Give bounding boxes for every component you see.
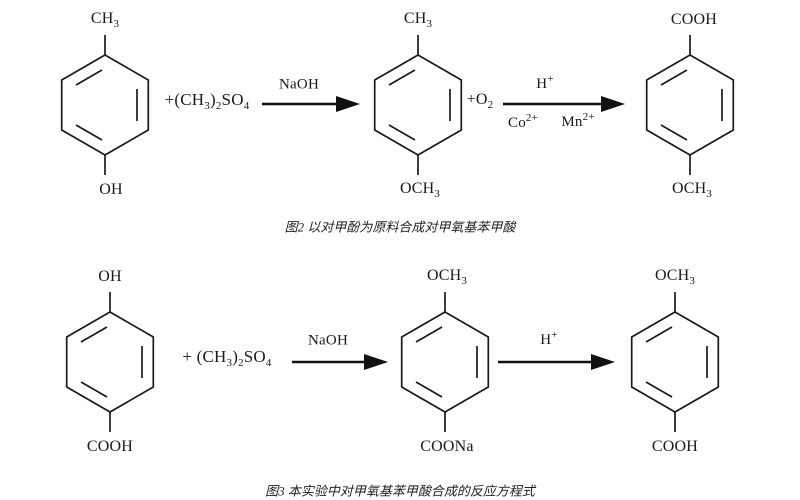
formula-text: CH [90, 9, 114, 27]
formula-text: H [536, 76, 548, 92]
formula-text: H [540, 332, 552, 348]
formula-subscript: 3 [426, 18, 433, 31]
reaction-arrow [498, 354, 615, 370]
formula-text: +O [466, 90, 488, 108]
substituent-label-carboxyl: COOH [86, 438, 134, 455]
arrow-condition-manganese: Mn2+ [561, 111, 594, 131]
formula-subscript: 3 [461, 275, 468, 288]
arrow-condition-cobalt: Co2+ [508, 112, 538, 132]
substituent-label-methyl: CH3 [91, 10, 119, 30]
formula-text: OCH [399, 179, 435, 197]
formula-subscript: 4 [265, 357, 272, 370]
substituent-label-carboxylate-sodium: COONa [420, 438, 474, 455]
formula-superscript: + [551, 329, 558, 341]
formula-text: Mn [561, 114, 583, 130]
substituent-label-hydroxyl: OH [98, 268, 122, 285]
formula-text: ) [232, 346, 239, 366]
reagent-dimethyl-sulfate: + (CH3)2SO4 [182, 347, 271, 369]
formula-superscript: 2+ [525, 112, 539, 124]
figure-caption-2: 图2 以对甲酚为原料合成对甲氧基苯甲酸 [284, 219, 516, 235]
arrow-condition-acid: H+ [540, 329, 557, 349]
formula-superscript: + [547, 73, 554, 85]
benzene-ring [60, 34, 150, 176]
formula-subscript: 2 [487, 99, 494, 112]
formula-subscript: 2 [238, 357, 244, 370]
formula-text: Co [507, 115, 526, 131]
benzene-ring [645, 34, 735, 176]
substituent-label-methoxy: OCH3 [400, 180, 440, 200]
formula-subscript: 3 [706, 188, 713, 201]
substituent-label-methoxy: OCH3 [655, 267, 695, 287]
arrow-condition-acid: H+ [536, 73, 553, 93]
reaction-arrow [503, 96, 625, 112]
substituent-label-methoxy: OCH3 [427, 267, 467, 287]
formula-subscript: 3 [434, 188, 441, 201]
formula-text: ) [209, 89, 216, 109]
benzene-ring [373, 34, 463, 176]
reagent-oxygen: +O2 [467, 91, 494, 111]
benzene-ring [65, 291, 155, 433]
formula-subscript: 4 [243, 100, 250, 113]
formula-subscript: 3 [113, 18, 120, 31]
reaction-arrow [292, 354, 388, 370]
figure-caption-3: 图3 本实验中对甲氧基苯甲酸合成的反应方程式 [265, 483, 535, 499]
formula-text: CH [403, 9, 427, 27]
benzene-ring [400, 291, 490, 433]
formula-text: + (CH [182, 346, 227, 366]
formula-text: OCH [654, 266, 690, 284]
formula-text: SO [243, 346, 266, 366]
reaction-arrow [262, 96, 360, 112]
formula-superscript: 2+ [582, 111, 595, 123]
substituent-label-hydroxyl: OH [99, 181, 123, 198]
formula-text: OCH [671, 179, 707, 197]
formula-text: OCH [426, 266, 462, 284]
formula-subscript: 3 [689, 275, 696, 288]
substituent-label-methyl: CH3 [404, 10, 432, 30]
benzene-ring [630, 291, 720, 433]
formula-subscript: 3 [204, 100, 210, 113]
arrow-condition-naoh: NaOH [279, 76, 319, 93]
substituent-label-methoxy: OCH3 [672, 180, 712, 200]
arrow-condition-naoh: NaOH [308, 332, 348, 349]
formula-text: SO [221, 89, 244, 109]
formula-text: +(CH [164, 89, 205, 109]
formula-subscript: 2 [215, 100, 222, 113]
formula-subscript: 3 [226, 357, 233, 370]
substituent-label-carboxyl: COOH [651, 438, 699, 455]
substituent-label-carboxyl: COOH [670, 11, 718, 28]
reagent-dimethyl-sulfate: +(CH3)2SO4 [165, 90, 250, 112]
